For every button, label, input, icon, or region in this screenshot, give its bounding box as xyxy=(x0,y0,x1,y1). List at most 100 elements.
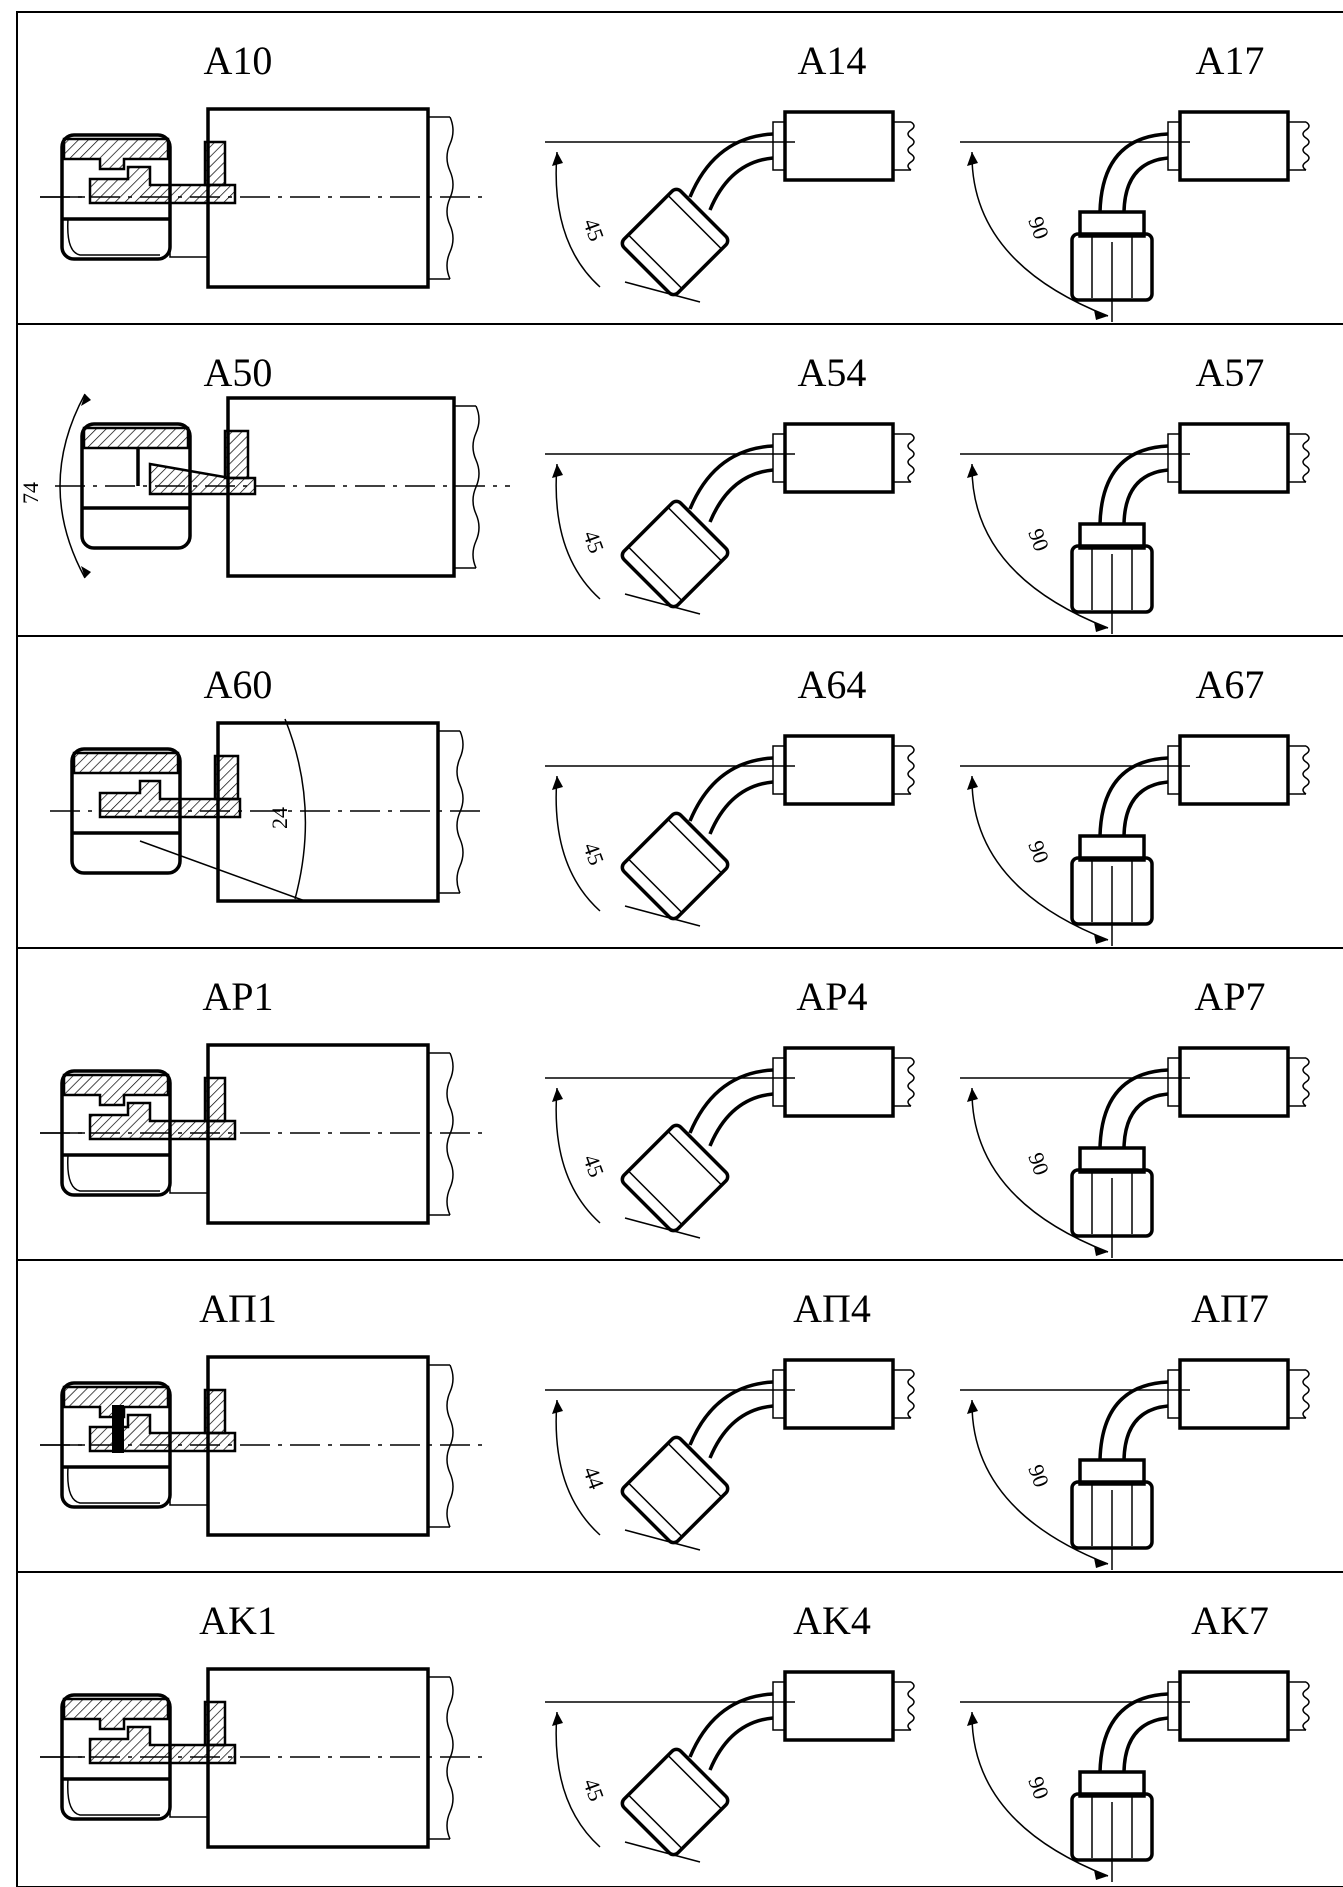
collar xyxy=(203,1700,227,1747)
hose-sleeve xyxy=(783,734,895,806)
fitting-90-degree: 90 xyxy=(960,110,1310,322)
hose-sleeve xyxy=(1178,110,1290,182)
nipple xyxy=(88,1725,237,1765)
flare-fitting-section: 24 xyxy=(50,718,480,903)
fitting-code-label: A50 xyxy=(204,350,273,395)
collar xyxy=(203,1076,227,1123)
fitting-code-label: AK1 xyxy=(199,1598,277,1643)
hose-sleeve xyxy=(216,721,440,903)
fitting-code-label: A64 xyxy=(798,662,867,707)
fitting-code-label: AK4 xyxy=(793,1598,871,1643)
hose-sleeve xyxy=(783,1670,895,1742)
fitting-45-degree: 45 xyxy=(545,1046,915,1239)
bent-tube xyxy=(688,444,774,510)
angle-label: 90 xyxy=(1023,525,1054,554)
cone-angle-arc xyxy=(59,393,86,579)
hose-sleeve xyxy=(226,396,456,578)
bent-tube xyxy=(1098,1380,1169,1461)
angle-arc xyxy=(971,463,1109,629)
bent-tube xyxy=(688,1692,774,1758)
hose-sleeve xyxy=(206,107,430,289)
angle-arc xyxy=(971,775,1109,941)
hose-sleeve xyxy=(206,1043,430,1225)
cone-angle-label: 74 xyxy=(18,482,43,504)
angle-label: 90 xyxy=(1023,1461,1054,1490)
hose-sleeve xyxy=(783,1358,895,1430)
fitting-row: A50 A54 A57 74 45 90 xyxy=(17,323,1343,634)
hose-sleeve xyxy=(1178,422,1290,494)
angle-label: 45 xyxy=(578,839,609,868)
bent-tube xyxy=(1098,756,1169,837)
flare-angle-label: 24 xyxy=(267,807,292,829)
fitting-45-degree: 44 xyxy=(545,1358,915,1551)
straight-fitting-section xyxy=(40,1667,490,1849)
nipple xyxy=(98,779,242,819)
angle-arc xyxy=(555,1087,601,1224)
fitting-code-label: A54 xyxy=(798,350,867,395)
angle-label: 45 xyxy=(578,1775,609,1804)
fitting-90-degree: 90 xyxy=(960,422,1310,634)
hose-sleeve xyxy=(1178,734,1290,806)
flare-angle-arc xyxy=(284,718,307,900)
fitting-row: AP1 AP4 AP7 45 90 xyxy=(17,947,1343,1258)
angle-arc xyxy=(555,1711,601,1848)
fitting-90-degree: 90 xyxy=(960,1046,1310,1258)
fitting-code-label: A17 xyxy=(1196,38,1265,83)
fitting-90-degree: 90 xyxy=(960,1670,1310,1882)
angle-label: 45 xyxy=(578,527,609,556)
straight-fitting-section xyxy=(40,1355,490,1537)
fitting-row: AK1 AK4 AK7 45 90 xyxy=(17,1571,1343,1882)
collar xyxy=(223,429,250,480)
hose-sleeve xyxy=(783,1046,895,1118)
bent-tube xyxy=(1098,1068,1169,1149)
hose-sleeve xyxy=(1178,1046,1290,1118)
angle-label: 90 xyxy=(1023,1773,1054,1802)
sheet-frame xyxy=(16,11,1343,1887)
fitting-code-label: AP1 xyxy=(202,974,273,1019)
nipple xyxy=(88,1101,237,1141)
fitting-code-label: AП4 xyxy=(793,1286,871,1331)
fitting-code-label: A57 xyxy=(1196,350,1265,395)
nipple xyxy=(88,1413,237,1453)
fitting-45-degree: 45 xyxy=(545,734,915,927)
hose-sleeve xyxy=(1178,1358,1290,1430)
nipple xyxy=(88,165,237,205)
hose-sleeve xyxy=(783,422,895,494)
fitting-row: A60 A64 A67 24 45 90 xyxy=(17,635,1343,946)
hose-sleeve xyxy=(206,1355,430,1537)
angle-arc xyxy=(555,151,601,288)
angle-label: 45 xyxy=(578,215,609,244)
angle-label: 90 xyxy=(1023,837,1054,866)
fitting-code-label: AP4 xyxy=(796,974,867,1019)
collar xyxy=(213,754,240,801)
straight-fitting-section xyxy=(40,107,490,289)
angle-label: 90 xyxy=(1023,213,1054,242)
angle-arc xyxy=(971,151,1109,317)
bent-tube xyxy=(688,1068,774,1134)
fitting-90-degree: 90 xyxy=(960,1358,1310,1570)
angle-arc xyxy=(555,775,601,912)
bent-tube xyxy=(688,1380,774,1446)
fitting-code-label: A67 xyxy=(1196,662,1265,707)
fitting-code-label: AK7 xyxy=(1191,1598,1269,1643)
angle-arc xyxy=(971,1399,1109,1565)
angle-label: 45 xyxy=(578,1151,609,1180)
angle-arc xyxy=(555,463,601,600)
hose-sleeve xyxy=(206,1667,430,1849)
bent-tube xyxy=(1098,1692,1169,1773)
hose-sleeve xyxy=(1178,1670,1290,1742)
cone-fitting-section: 74 xyxy=(18,393,510,579)
fitting-45-degree: 45 xyxy=(545,1670,915,1863)
fitting-code-label: A14 xyxy=(798,38,867,83)
bent-tube xyxy=(1098,132,1169,213)
fitting-code-label: A10 xyxy=(204,38,273,83)
collar xyxy=(203,140,227,187)
bent-tube xyxy=(688,132,774,198)
straight-fitting-section xyxy=(40,1043,490,1225)
fitting-code-label: AP7 xyxy=(1194,974,1265,1019)
fitting-90-degree: 90 xyxy=(960,734,1310,946)
bent-tube xyxy=(688,756,774,822)
hose-sleeve xyxy=(783,110,895,182)
fitting-code-label: A60 xyxy=(204,662,273,707)
